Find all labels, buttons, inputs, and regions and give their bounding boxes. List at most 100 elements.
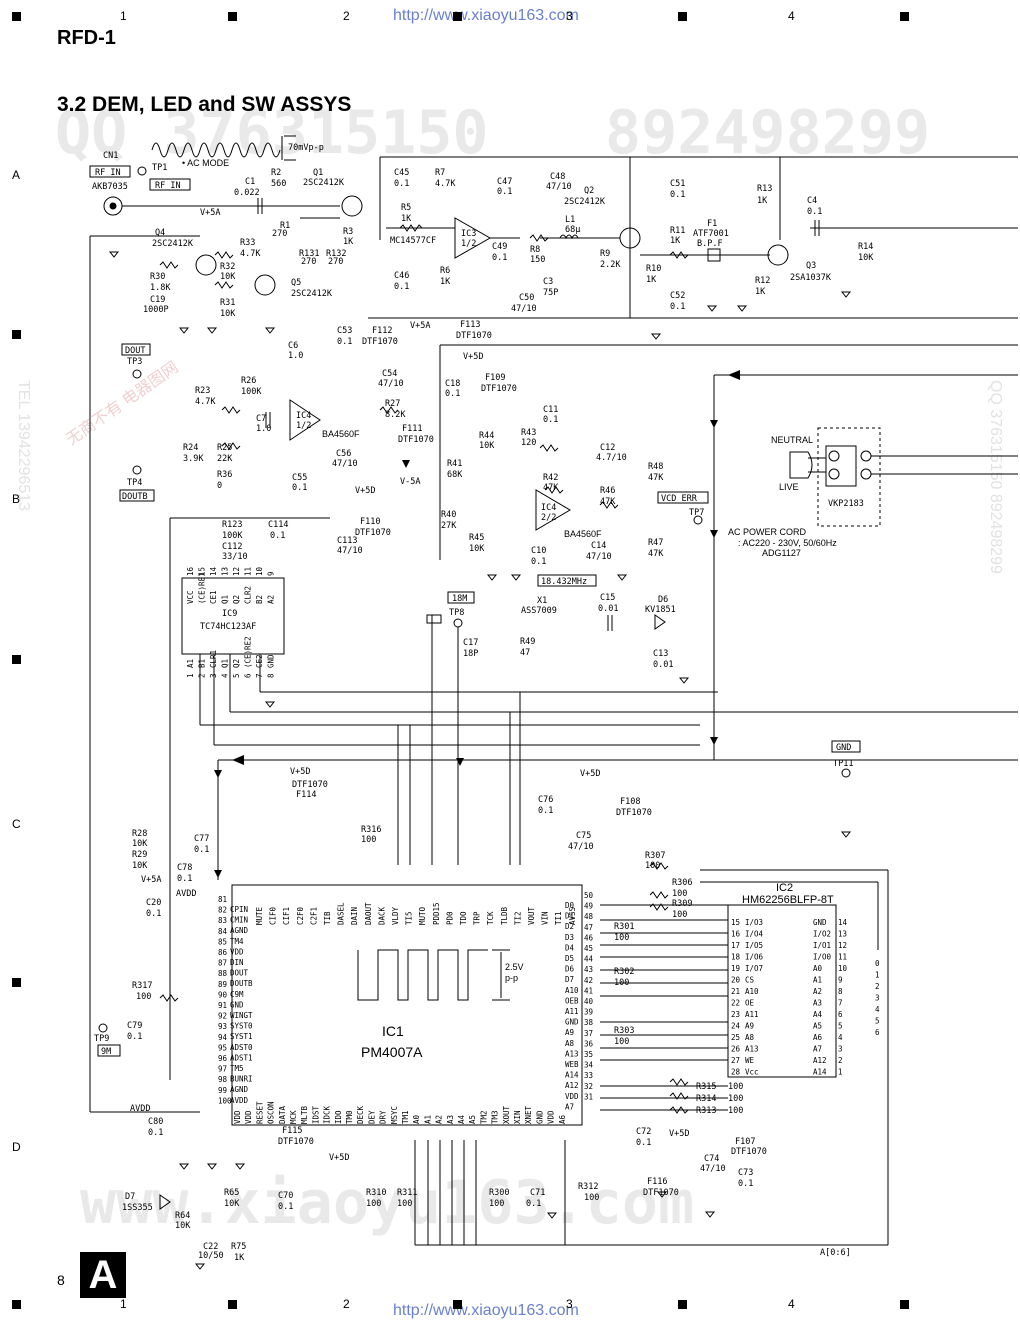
r49-label: R49	[520, 637, 535, 647]
r309-value: 100	[672, 910, 687, 920]
ic1-pin-number: 39	[584, 1008, 593, 1017]
ic1-pin-label: GND	[565, 1018, 579, 1027]
ic1-pin-label: MUTO	[418, 906, 427, 925]
r310-label: R310	[366, 1188, 386, 1198]
r306-label: R306	[672, 878, 692, 888]
tp1-label: TP1	[152, 163, 167, 173]
r30-label: R30	[150, 272, 165, 282]
transistor-q5	[254, 274, 276, 296]
ic2-body	[727, 904, 837, 1078]
ic2-pin-number: 28	[731, 1068, 741, 1077]
ic9-pin-label: B2	[255, 595, 264, 604]
grid-column-1-bottom: 1	[120, 1297, 127, 1311]
q2-ref: Q2	[584, 186, 594, 196]
ac-socket	[817, 427, 881, 527]
f113-part: DTF1070	[456, 331, 492, 341]
diode-d7	[159, 1194, 171, 1210]
ic2-pin-label: A12	[813, 1056, 827, 1065]
ic2-pin-number: 15	[731, 918, 740, 927]
ic1-pin-label: A4	[457, 1114, 466, 1124]
ic9-pin-label: CLR1	[209, 650, 218, 668]
ic1-pin-label: CIF1	[282, 907, 291, 925]
ic1-pin-label: ADST0	[230, 1043, 253, 1052]
ic1-pin-label: ADST1	[230, 1053, 253, 1062]
v5a-label-2: V+5A	[410, 321, 430, 331]
grid-mark	[900, 1300, 909, 1309]
tp11-label: TP11	[833, 759, 853, 769]
ic2-pin-number: 4	[838, 1033, 843, 1042]
ic1-pin-label: MLTB	[300, 1105, 309, 1124]
ic1-pin-number: 38	[584, 1018, 594, 1027]
c19-value: 1000P	[143, 305, 169, 315]
18m-box	[447, 591, 475, 604]
ic2-pin-label: A7	[813, 1045, 822, 1054]
r44-value: 10K	[479, 441, 495, 451]
grid-mark	[228, 1300, 237, 1309]
r13-value: 1K	[757, 196, 768, 206]
r28-label: R28	[132, 829, 147, 839]
r300-label: R300	[489, 1188, 509, 1198]
c12-value: 4.7/10	[596, 453, 627, 463]
c51-value: 0.1	[670, 190, 685, 200]
ic1-pin-label: VIN	[541, 911, 550, 925]
ic2-pin-number: 14	[838, 918, 848, 927]
c48-value: 47/10	[546, 182, 572, 192]
c54-label: C54	[382, 369, 397, 379]
r9-value: 2.2K	[600, 260, 621, 270]
ic1-pin-label: TDO	[459, 911, 468, 925]
r36-value: 0	[217, 481, 222, 491]
transistor-q2	[619, 227, 641, 249]
ic9-pin-number: 9	[267, 571, 276, 576]
c3-value: 75P	[543, 288, 558, 298]
r24-value: 3.9K	[183, 454, 204, 464]
c3-label: C3	[543, 277, 553, 287]
ic2-pin-number: 25	[731, 1033, 740, 1042]
ic1-pin-label: TCK	[486, 911, 495, 925]
ic1-pin-label: A2	[435, 1115, 444, 1124]
r310-value: 100	[366, 1199, 381, 1209]
c74-value: 47/10	[700, 1164, 726, 1174]
grid-column-3: 3	[566, 9, 573, 23]
ic1-pin-number: 86	[218, 948, 228, 957]
ic2-pin-label: A9	[745, 1022, 754, 1031]
f110-part: DTF1070	[355, 528, 391, 538]
r45-value: 10K	[469, 544, 485, 554]
tp4-label: TP4	[127, 478, 142, 488]
ic1-pin-number: 50	[584, 891, 594, 900]
q5-ref: Q5	[291, 278, 301, 288]
ic4a-part: BA4560F	[322, 429, 360, 439]
ic1-pin-label: GND	[535, 1110, 544, 1124]
ic4a-name: IC4	[296, 411, 311, 421]
ic1-pin-number: 90	[218, 990, 228, 999]
ic1-pin-label: D6	[565, 965, 575, 974]
top-url[interactable]: http://www.xiaoyu163.com	[393, 7, 579, 24]
r29-value: 10K	[132, 861, 148, 871]
ic1-pin-label: VDD	[547, 1110, 556, 1124]
c73-value: 0.1	[738, 1179, 753, 1189]
crystal-x1	[426, 614, 442, 624]
r40-value: 27K	[441, 521, 457, 531]
r43-value: 120	[521, 438, 536, 448]
ic1-pin-number: 36	[584, 1039, 594, 1048]
r27-value: 8.2K	[385, 410, 406, 420]
ic2-pin-label: I/O0	[813, 953, 832, 962]
ic9-pin-label: (CE)RE2	[244, 636, 253, 668]
c80-label: C80	[148, 1117, 163, 1127]
page-number: 8	[57, 1272, 65, 1288]
tp9-point	[98, 1023, 108, 1033]
c48-label: C48	[550, 172, 565, 182]
ic1-pin-label: CPIN	[230, 905, 248, 914]
r65-value: 10K	[224, 1199, 240, 1209]
ic1-pin-label: WINGT	[230, 1011, 253, 1020]
r1-value: 270	[272, 229, 287, 239]
bottom-url[interactable]: http://www.xiaoyu163.com	[393, 1302, 579, 1319]
ic1-pin-label: D0	[565, 901, 575, 910]
filter-ref: F1	[707, 219, 717, 229]
ic1-pin-number: 89	[218, 980, 227, 989]
r32-label: R32	[220, 262, 235, 272]
ic1-pin-label: DASEL	[337, 902, 346, 925]
ic2-pin-label: A4	[813, 1010, 823, 1019]
crystal-part: ASS7009	[521, 606, 557, 616]
r3-label: R3	[343, 227, 353, 237]
ic1-pin-label: A9	[565, 1028, 574, 1037]
